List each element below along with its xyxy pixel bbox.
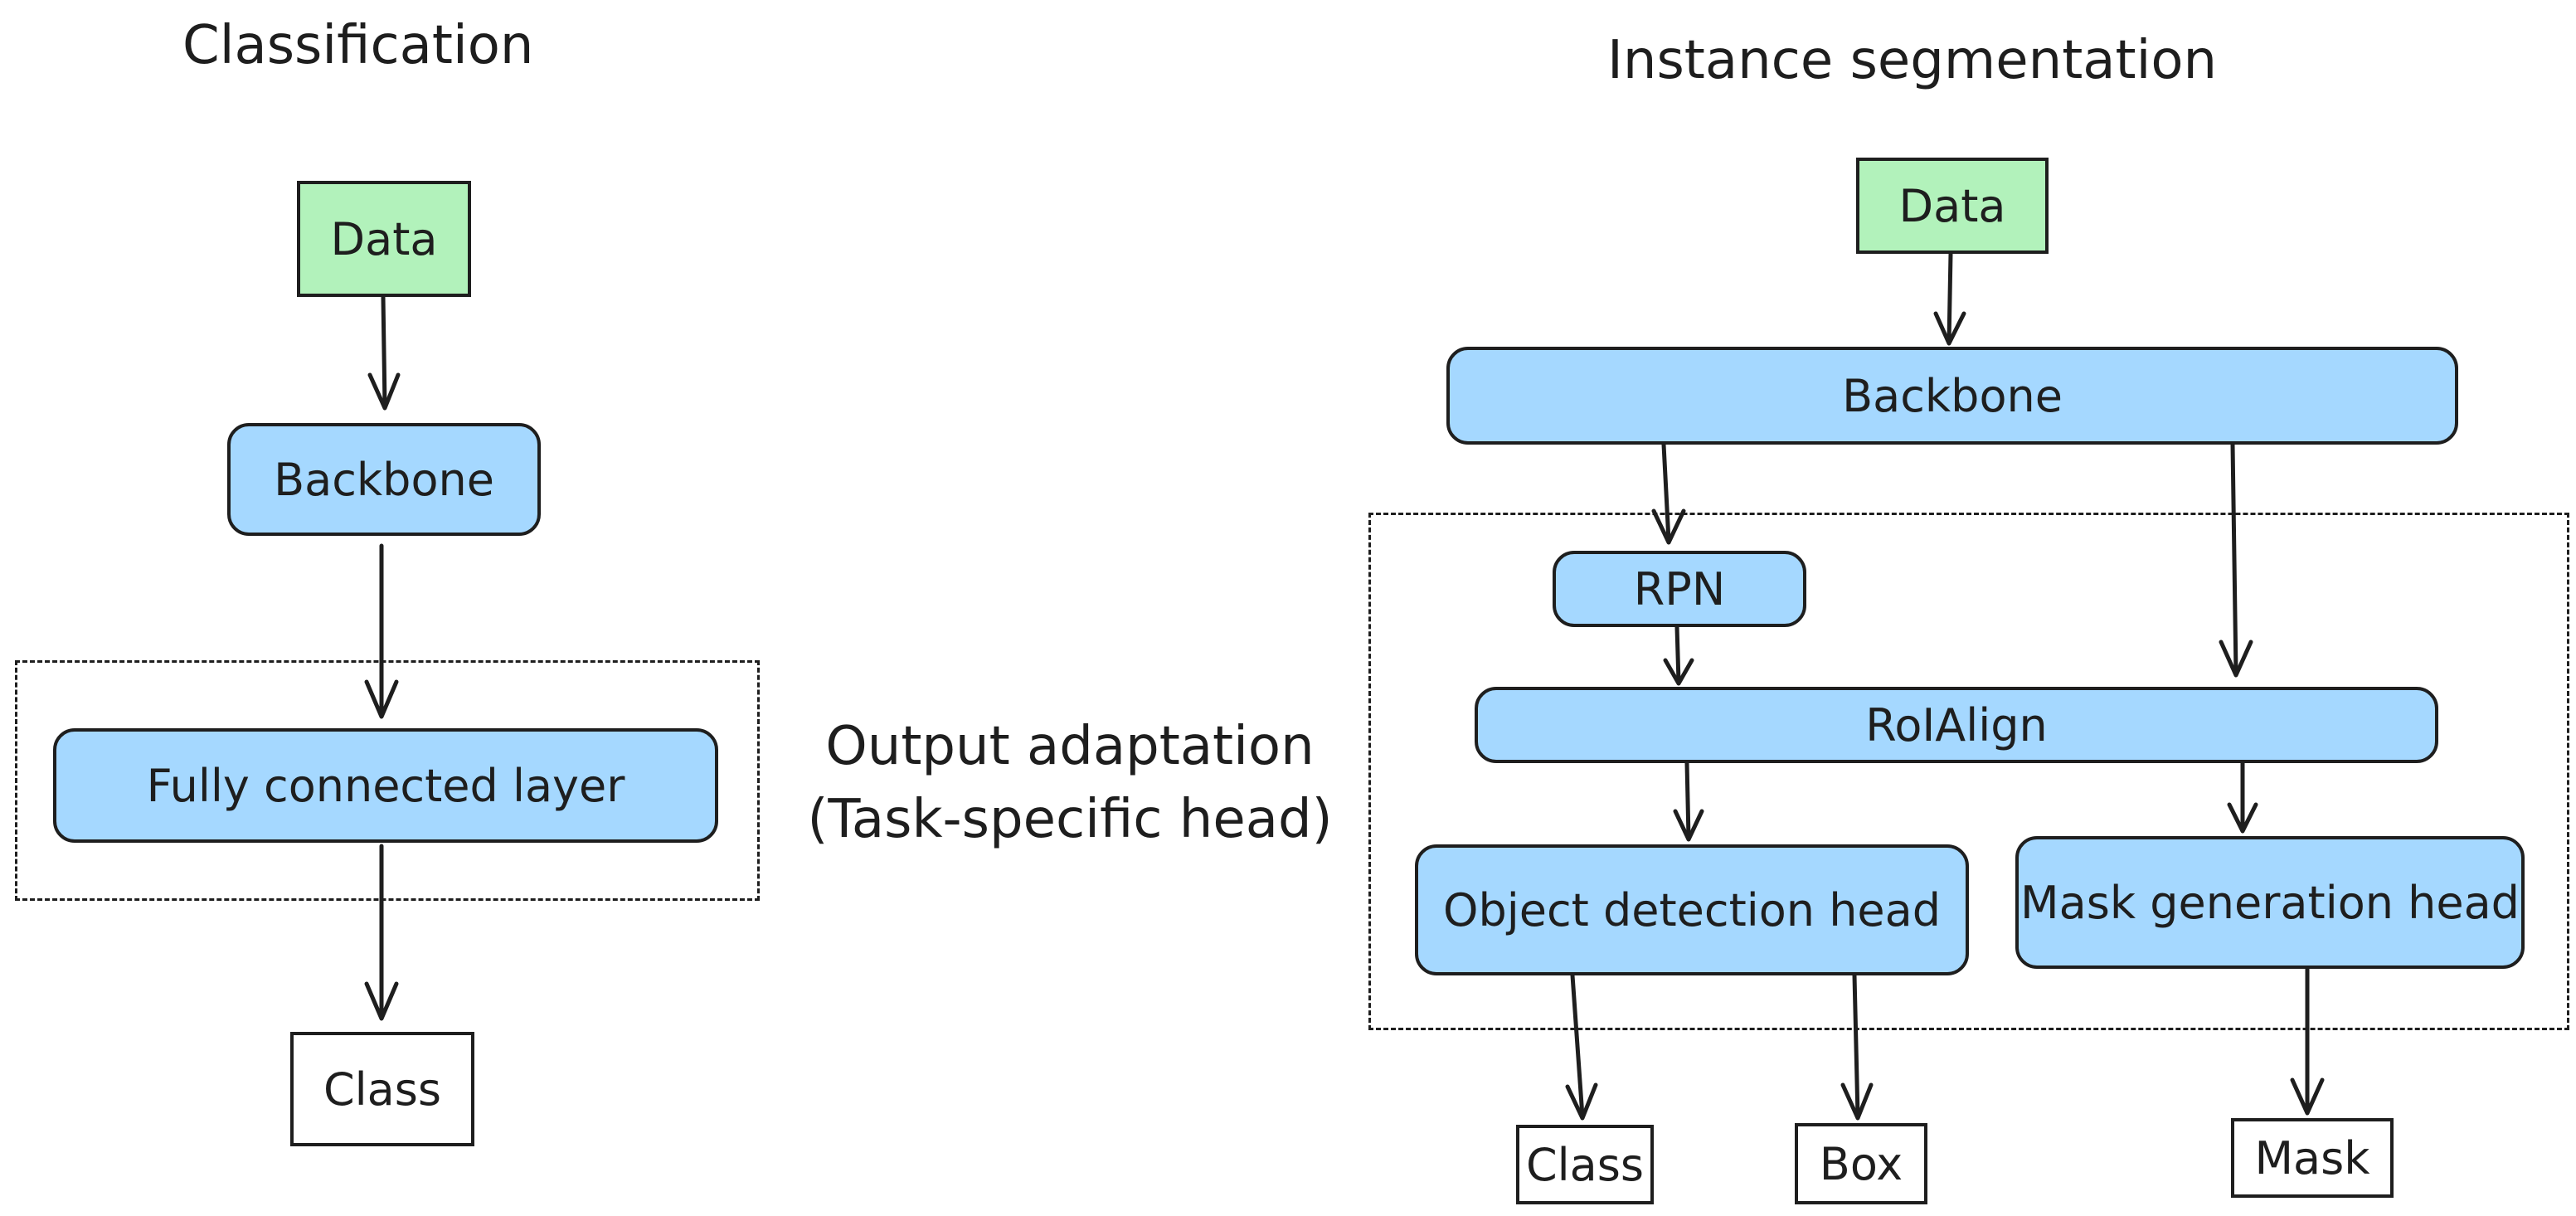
arrow-detection-head-to-class xyxy=(1565,973,1598,1121)
object-detection-head-node[interactable]: Object detection head xyxy=(1415,844,1969,975)
output-adaptation-label: Output adaptation (Task-specific head) xyxy=(746,710,1393,856)
cls-data-node[interactable]: Data xyxy=(297,181,471,297)
inst-box-output[interactable]: Box xyxy=(1795,1123,1927,1204)
inst-mask-output[interactable]: Mask xyxy=(2231,1118,2394,1198)
arrow-backbone-to-roialign xyxy=(2219,442,2253,678)
instance-segmentation-title: Instance segmentation xyxy=(1607,30,2218,91)
arrow-detection-head-to-box xyxy=(1840,973,1874,1121)
classification-title: Classification xyxy=(182,15,534,76)
arrow-cls-backbone-to-fc xyxy=(364,543,399,719)
annotation-line-2: (Task-specific head) xyxy=(807,789,1333,850)
inst-data-node[interactable]: Data xyxy=(1856,158,2049,254)
arrow-roialign-to-detection-head xyxy=(1673,761,1704,842)
inst-output-adaptation-region xyxy=(1368,513,2569,1030)
arrow-roialign-to-mask-head xyxy=(2227,761,2258,834)
cls-backbone-node[interactable]: Backbone xyxy=(227,423,541,536)
arrow-mask-head-to-mask xyxy=(2290,966,2325,1116)
roialign-node[interactable]: RoIAlign xyxy=(1475,687,2438,763)
fully-connected-layer-node[interactable]: Fully connected layer xyxy=(53,728,718,843)
mask-generation-head-node[interactable]: Mask generation head xyxy=(2015,836,2525,969)
cls-output-adaptation-region xyxy=(15,660,760,901)
rpn-node[interactable]: RPN xyxy=(1553,551,1806,627)
inst-class-output[interactable]: Class xyxy=(1516,1125,1654,1204)
arrow-cls-fc-to-class xyxy=(364,844,399,1021)
arrow-backbone-to-rpn xyxy=(1651,442,1686,545)
arrow-rpn-to-roialign xyxy=(1663,625,1694,686)
arrow-cls-data-to-backbone xyxy=(367,294,401,411)
arrow-inst-data-to-backbone xyxy=(1933,251,1966,346)
annotation-line-1: Output adaptation xyxy=(825,716,1315,777)
cls-class-output[interactable]: Class xyxy=(290,1032,474,1146)
inst-backbone-node[interactable]: Backbone xyxy=(1446,347,2458,445)
